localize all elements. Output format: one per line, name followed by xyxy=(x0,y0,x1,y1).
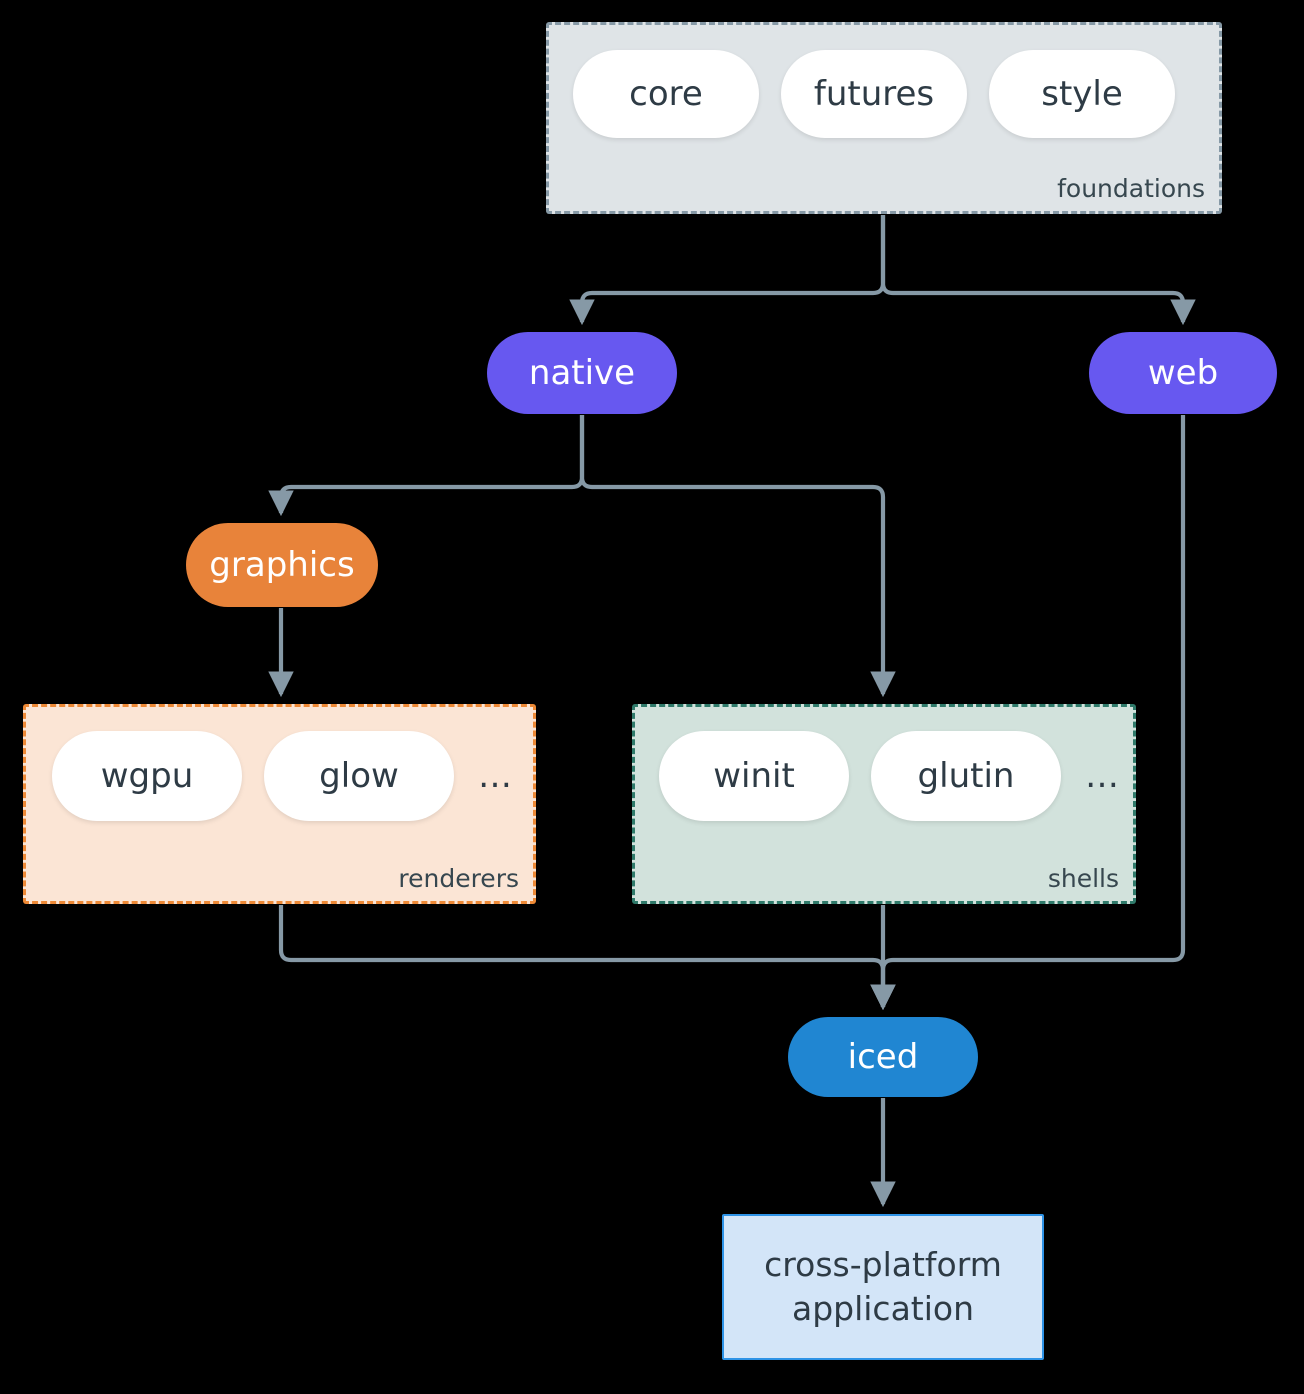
group-renderers-items: wgpu glow … xyxy=(26,707,559,821)
group-shells: winit glutin … shells xyxy=(632,704,1136,904)
edge-native-graphics xyxy=(268,415,585,517)
edge-renderers-iced xyxy=(278,905,896,1011)
node-wgpu[interactable]: wgpu xyxy=(52,731,242,821)
shells-overflow-ellipsis: … xyxy=(1085,756,1120,796)
node-cross-platform-application[interactable]: cross-platform application xyxy=(722,1214,1044,1360)
group-label-shells: shells xyxy=(1047,864,1119,893)
application-line-2: application xyxy=(791,1289,975,1328)
node-iced[interactable]: iced xyxy=(788,1017,978,1097)
node-winit[interactable]: winit xyxy=(659,731,849,821)
group-foundations: core futures style foundations xyxy=(546,22,1222,214)
node-native[interactable]: native xyxy=(487,332,677,414)
node-style[interactable]: style xyxy=(989,50,1175,138)
edge-foundations-native xyxy=(569,215,886,326)
edge-foundations-web xyxy=(880,215,1196,326)
node-graphics[interactable]: graphics xyxy=(186,523,378,607)
application-line-1: cross-platform xyxy=(764,1245,1002,1285)
renderers-overflow-ellipsis: … xyxy=(478,756,513,796)
node-glutin[interactable]: glutin xyxy=(871,731,1061,821)
group-shells-items: winit glutin … xyxy=(635,707,1157,821)
group-label-renderers: renderers xyxy=(398,864,519,893)
node-web[interactable]: web xyxy=(1089,332,1277,414)
node-futures[interactable]: futures xyxy=(781,50,967,138)
node-glow[interactable]: glow xyxy=(264,731,454,821)
group-label-foundations: foundations xyxy=(1057,174,1205,203)
edge-native-shells xyxy=(579,415,896,698)
group-foundations-items: core futures style xyxy=(549,25,1243,138)
node-core[interactable]: core xyxy=(573,50,759,138)
group-renderers: wgpu glow … renderers xyxy=(23,704,536,904)
